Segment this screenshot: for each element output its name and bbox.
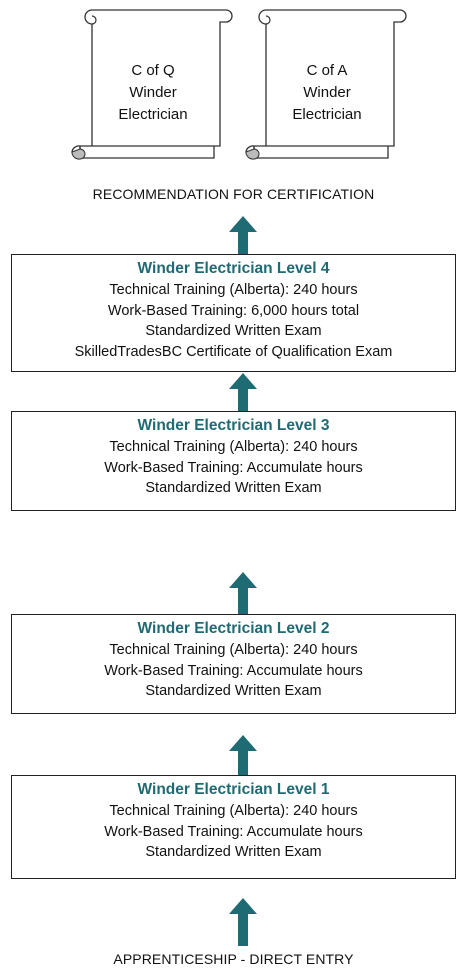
level-3-work-based-training: Work-Based Training: Accumulate hours xyxy=(104,459,363,476)
arrow-up-icon xyxy=(229,898,257,946)
certificate-cofa-line2: Winder xyxy=(303,84,351,101)
arrow-up-icon xyxy=(229,735,257,775)
level-2-work-based-training: Work-Based Training: Accumulate hours xyxy=(104,662,363,679)
level-1-technical-training: Technical Training (Alberta): 240 hours xyxy=(109,803,358,819)
level-4-box: Winder Electrician Level 4 Technical Tra… xyxy=(11,254,456,372)
certificate-cofa-text: C of A Winder Electrician xyxy=(269,60,385,126)
arrow-up-icon xyxy=(229,572,257,614)
level-3-box: Winder Electrician Level 3 Technical Tra… xyxy=(11,411,456,511)
certificate-cofa-line3: Electrician xyxy=(292,106,362,123)
certificate-cofq-text: C of Q Winder Electrician xyxy=(95,60,211,126)
recommendation-caption: RECOMMENDATION FOR CERTIFICATION xyxy=(92,186,375,202)
level-3-written-exam: Standardized Written Exam xyxy=(145,480,322,496)
level-2-written-exam: Standardized Written Exam xyxy=(145,683,322,699)
certificate-scroll-cofa xyxy=(245,9,407,160)
level-2-title: Winder Electrician Level 2 xyxy=(137,620,330,637)
level-3-technical-training: Technical Training (Alberta): 240 hours xyxy=(109,439,358,455)
level-4-written-exam: Standardized Written Exam xyxy=(145,323,322,339)
certificate-cofq-line2: Winder xyxy=(129,84,177,101)
certificate-cofq-line1: C of Q xyxy=(131,62,175,79)
level-4-work-based-training: Work-Based Training: 6,000 hours total xyxy=(107,302,360,319)
certificate-cofq-line3: Electrician xyxy=(118,106,188,123)
level-1-box: Winder Electrician Level 1 Technical Tra… xyxy=(11,775,456,879)
level-2-box: Winder Electrician Level 2 Technical Tra… xyxy=(11,614,456,714)
certificate-cofa-line1: C of A xyxy=(306,62,348,79)
level-3-title: Winder Electrician Level 3 xyxy=(137,417,330,434)
direct-entry-caption: APPRENTICESHIP - DIRECT ENTRY xyxy=(113,951,354,967)
level-1-title: Winder Electrician Level 1 xyxy=(137,781,330,798)
arrow-up-icon xyxy=(229,373,257,411)
arrow-up-icon xyxy=(229,216,257,254)
level-2-technical-training: Technical Training (Alberta): 240 hours xyxy=(109,642,358,658)
level-4-title: Winder Electrician Level 4 xyxy=(137,260,330,277)
level-4-cofq-exam: SkilledTradesBC Certificate of Qualifica… xyxy=(74,343,393,360)
level-4-technical-training: Technical Training (Alberta): 240 hours xyxy=(109,282,358,298)
level-1-work-based-training: Work-Based Training: Accumulate hours xyxy=(104,823,363,840)
certificate-scroll-cofq xyxy=(71,9,233,160)
level-1-written-exam: Standardized Written Exam xyxy=(145,844,322,860)
